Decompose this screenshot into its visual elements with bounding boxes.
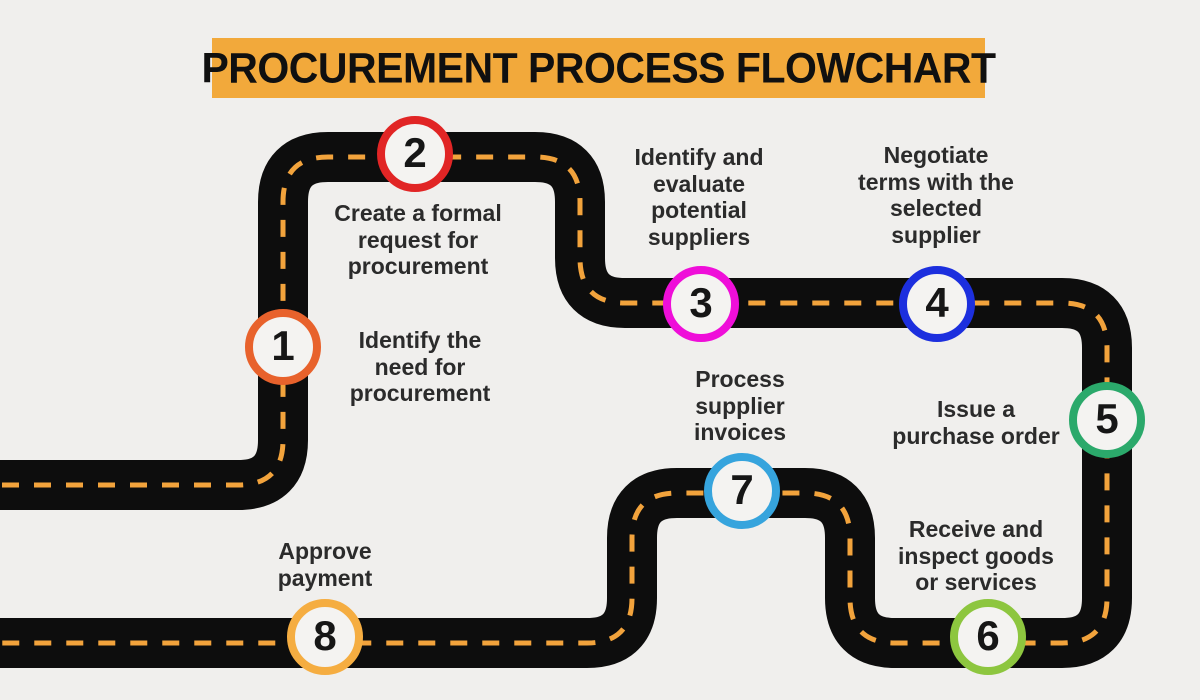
step-5-circle: 5	[1069, 382, 1145, 458]
step-4-label: Negotiate terms with the selected suppli…	[858, 142, 1014, 249]
step-6-label: Receive and inspect goods or services	[898, 516, 1054, 596]
step-4-circle: 4	[899, 266, 975, 342]
step-5-label: Issue a purchase order	[892, 396, 1060, 449]
page-title: PROCUREMENT PROCESS FLOWCHART	[201, 43, 996, 92]
step-1-circle: 1	[245, 309, 321, 385]
road-asphalt	[0, 132, 1132, 668]
step-1-label: Identify the need for procurement	[349, 327, 491, 407]
step-8-number: 8	[313, 612, 337, 659]
step-7-circle: 7	[704, 453, 780, 529]
step-8-circle: 8	[287, 599, 363, 675]
step-2-circle: 2	[377, 116, 453, 192]
step-1-number: 1	[271, 322, 295, 369]
step-4-number: 4	[925, 279, 949, 326]
step-5-number: 5	[1095, 395, 1119, 442]
step-7-label: Process supplier invoices	[693, 366, 787, 446]
step-3-label: Identify and evaluate potential supplier…	[634, 144, 764, 251]
step-8-label: Approve payment	[277, 538, 373, 591]
title-banner: PROCUREMENT PROCESS FLOWCHART	[201, 38, 996, 98]
step-2-label: Create a formal request for procurement	[334, 200, 502, 280]
step-3-number: 3	[689, 279, 713, 326]
step-2-number: 2	[403, 129, 427, 176]
step-6-number: 6	[976, 612, 1000, 659]
step-3-circle: 3	[663, 266, 739, 342]
step-7-number: 7	[730, 466, 754, 513]
step-6-circle: 6	[950, 599, 1026, 675]
